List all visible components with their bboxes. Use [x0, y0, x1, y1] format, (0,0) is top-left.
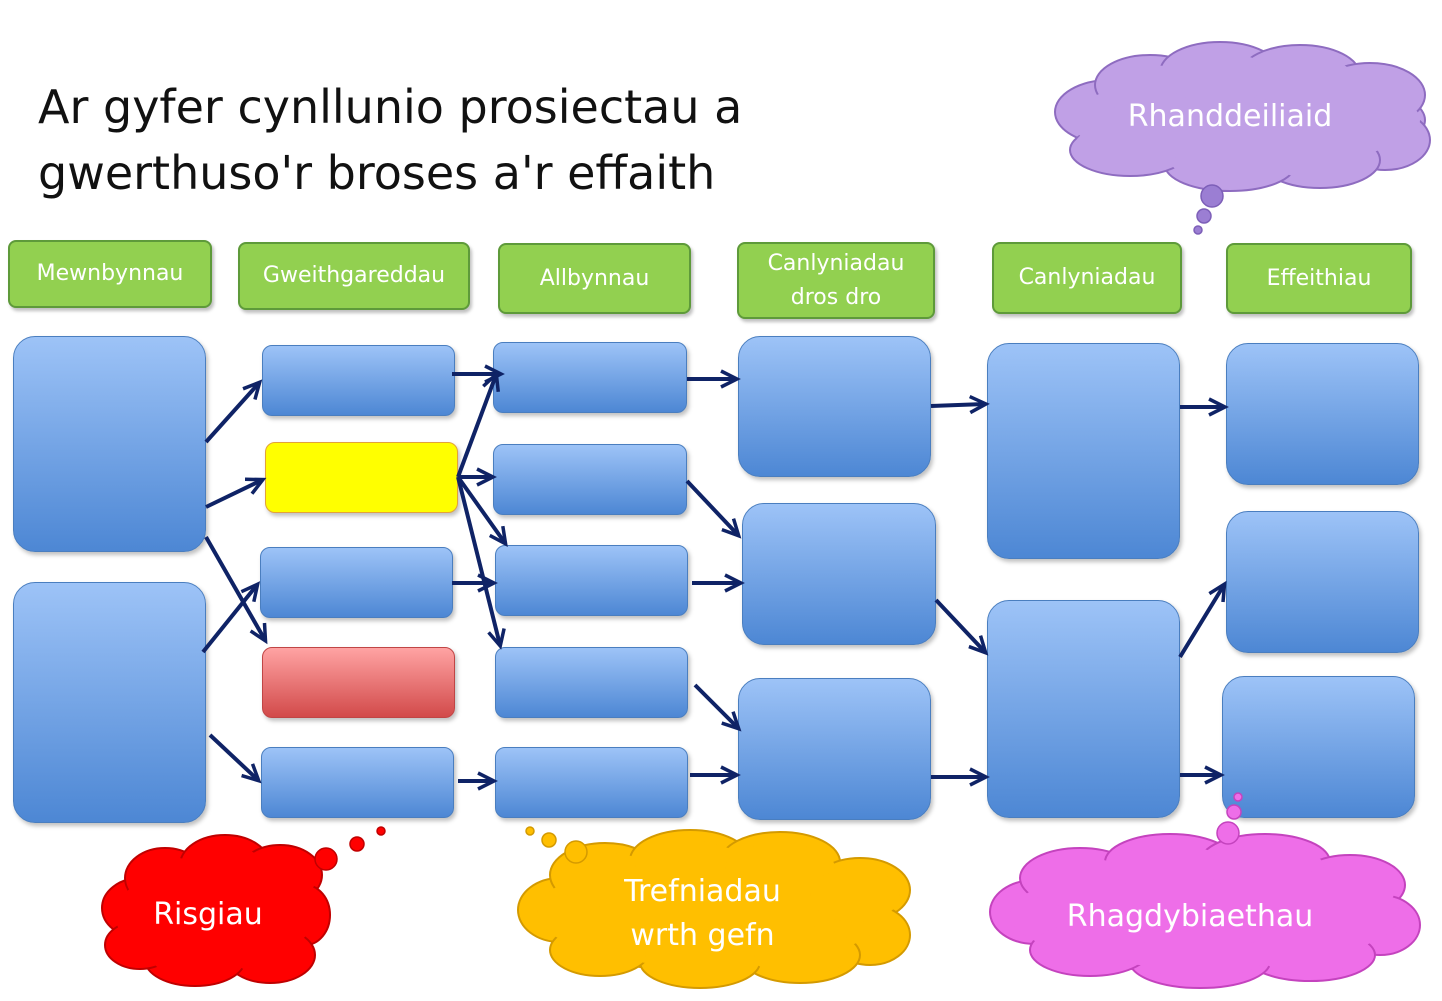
contingency-cloud-fill [537, 841, 900, 978]
outcome-box-1 [987, 343, 1180, 559]
output-box-4 [495, 647, 688, 718]
header-impacts: Effeithiau [1226, 243, 1412, 314]
activity-box-highlighted-red [262, 647, 455, 718]
assumptions-bubbles [1216, 792, 1243, 845]
title-line-2: gwerthuso'r broses a'r effaith [38, 146, 716, 200]
header-activities-label: Gweithgareddau [262, 263, 446, 288]
output-box-5 [495, 747, 688, 818]
assumptions-cloud-fill [1010, 845, 1400, 978]
header-outcomes-label: Canlyniadau [1018, 265, 1156, 290]
activity-box-highlighted-yellow [265, 442, 458, 513]
header-outcomes: Canlyniadau [992, 242, 1182, 314]
interim-outcome-box-1 [738, 336, 931, 477]
activity-box-1 [262, 345, 455, 416]
interim-outcome-box-2 [742, 503, 936, 645]
impact-box-3 [1222, 676, 1415, 818]
contingency-cloud-label: Trefniadau wrth gefn [600, 868, 805, 960]
impact-box-1 [1226, 343, 1419, 485]
stakeholders-bubbles [1193, 184, 1224, 235]
assumptions-label: Rhagdybiaethau [1066, 899, 1314, 934]
header-outputs-label: Allbynnau [539, 265, 650, 291]
risks-label: Risgiau [153, 897, 263, 932]
interim-outcome-box-3 [738, 678, 931, 820]
header-inputs-label: Mewnbynnau [36, 261, 184, 286]
impact-box-2 [1226, 511, 1419, 653]
header-activities: Gweithgareddau [238, 242, 470, 310]
input-box-1 [13, 336, 206, 552]
stakeholders-label: Rhanddeiliaid [1127, 99, 1333, 134]
title-line-1: Ar gyfer cynllunio prosiectau a [38, 80, 743, 134]
header-interim-outcomes: Canlyniadau dros dro [737, 242, 935, 319]
header-interim-outcomes-label: Canlyniadau dros dro [767, 250, 905, 310]
header-outputs: Allbynnau [498, 243, 691, 314]
diagram-title: Ar gyfer cynllunio prosiectau a gwerthus… [38, 74, 858, 206]
stakeholders-cloud-fill [1070, 53, 1420, 182]
assumptions-cloud-label: Rhagdybiaethau [1050, 892, 1330, 942]
activity-box-5 [261, 747, 454, 818]
input-box-2 [13, 582, 206, 823]
header-inputs: Mewnbynnau [8, 240, 212, 308]
risks-cloud-label: Risgiau [128, 890, 288, 940]
contingency-label: Trefniadau wrth gefn [624, 874, 781, 953]
risks-bubbles [314, 826, 386, 871]
stakeholders-cloud-label: Rhanddeiliaid [1090, 92, 1370, 142]
contingency-bubbles [525, 826, 588, 864]
output-box-3 [495, 545, 688, 616]
header-impacts-label: Effeithiau [1266, 265, 1372, 291]
risks-cloud-fill [115, 845, 315, 977]
outcome-box-2 [987, 600, 1180, 818]
